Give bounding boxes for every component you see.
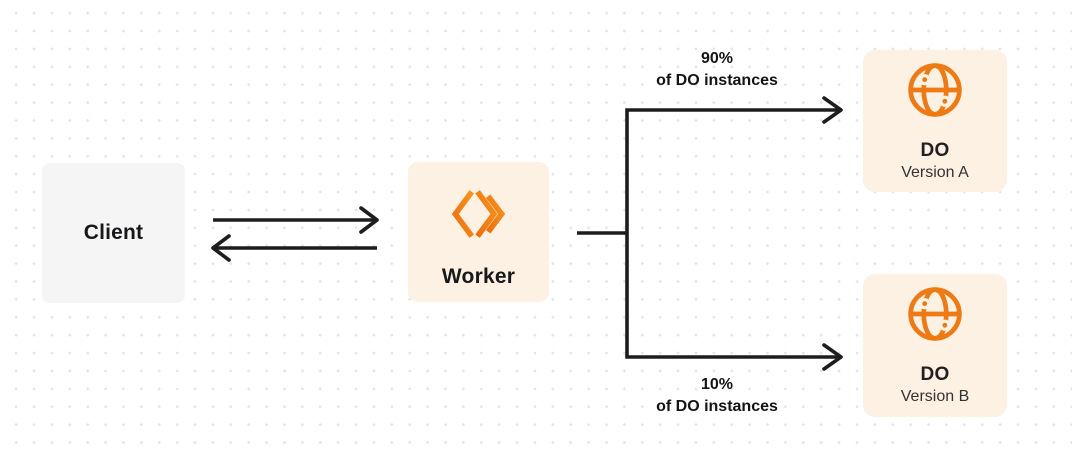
- globe-icon: [908, 287, 962, 341]
- client-label: Client: [83, 221, 144, 244]
- node-client: Client: [42, 163, 185, 303]
- worker-label: Worker: [441, 265, 516, 288]
- do-b-subtitle: Version B: [900, 388, 970, 405]
- globe-dot-lower: [939, 319, 951, 331]
- globe-dot-upper: [919, 74, 931, 86]
- edge-caption-top: of DO instances: [656, 72, 778, 89]
- edge-label-10-percent: 10% of DO instances: [607, 374, 827, 418]
- globe-dot-lower: [939, 95, 951, 107]
- workers-logo-icon: [451, 190, 505, 238]
- do-b-title: DO: [920, 364, 950, 385]
- node-do-version-a: DO Version A: [863, 50, 1007, 192]
- edge-label-90-percent: 90% of DO instances: [607, 48, 827, 92]
- do-a-subtitle: Version A: [901, 164, 969, 181]
- globe-dot-upper: [919, 298, 931, 310]
- branch-arrowhead-version-a: [822, 96, 843, 124]
- edge-percent-top: 90%: [700, 50, 734, 67]
- edge-caption-bottom: of DO instances: [656, 398, 778, 415]
- branch-arrowhead-version-b: [822, 343, 843, 371]
- do-a-title: DO: [920, 140, 950, 161]
- node-do-version-b: DO Version B: [863, 274, 1007, 417]
- worker-to-client-arrowhead: [211, 234, 231, 262]
- edge-percent-bottom: 10%: [700, 376, 734, 393]
- branch-trunk: [625, 108, 838, 359]
- node-worker: Worker: [408, 162, 549, 302]
- client-to-worker-arrowhead: [359, 206, 379, 234]
- globe-icon: [908, 63, 962, 117]
